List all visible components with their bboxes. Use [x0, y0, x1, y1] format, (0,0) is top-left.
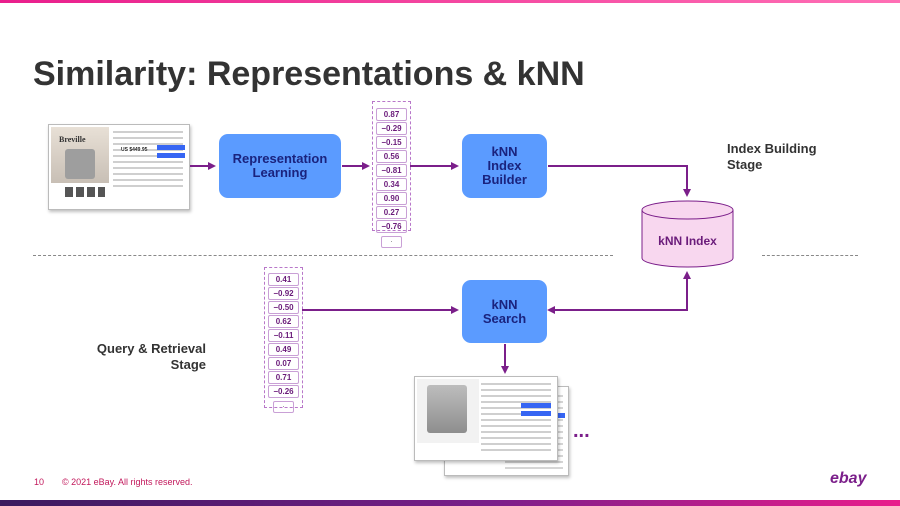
listing-text-lines [481, 383, 551, 453]
vector-cell: 0.71 [268, 371, 299, 384]
arrow-database-search-bidirectional [547, 271, 691, 314]
result-listing-card-front [414, 376, 558, 461]
input-product-image: Breville US $449.95 [48, 124, 190, 210]
espresso-machine-shape [427, 385, 467, 433]
vector-ellipsis-cell: · [381, 236, 402, 248]
bottom-gradient-bar [0, 500, 900, 506]
copyright-text: © 2021 eBay. All rights reserved. [62, 477, 193, 487]
listing-price: US $449.95 [121, 147, 148, 153]
vector-cell: −0.76 [376, 220, 407, 233]
vector-cell: −0.15 [376, 136, 407, 149]
stage-divider-right [762, 255, 858, 256]
thumbnail-row [65, 187, 105, 197]
vector-cell: −0.92 [268, 287, 299, 300]
buy-button-shape [157, 145, 185, 150]
slide-title: Similarity: Representations & kNN [33, 55, 585, 93]
vector-cell: 0.34 [376, 178, 407, 191]
stage-divider-left [33, 255, 613, 256]
buy-button-shape [521, 403, 551, 408]
vector-cell: 0.07 [268, 357, 299, 370]
knn-search-label: kNN Search [482, 296, 527, 326]
knn-search-box: kNN Search [462, 280, 547, 343]
espresso-machine-shape [65, 149, 95, 179]
query-embedding-vector: 0.41 −0.92 −0.50 0.62 −0.11 0.49 0.07 0.… [264, 267, 303, 413]
arrow-index-builder-to-database [548, 165, 691, 197]
more-results-ellipsis: ... [573, 420, 590, 442]
vector-cell: 0.27 [376, 206, 407, 219]
vector-ellipsis-cell: · [273, 401, 294, 413]
product-brand-label: Breville [59, 135, 86, 144]
vector-cell: −0.50 [268, 301, 299, 314]
query-retrieval-stage-label: Query & Retrieval Stage [96, 341, 206, 372]
index-building-stage-label: Index Building Stage [727, 141, 817, 172]
database-cylinder-icon [641, 200, 734, 268]
vector-cell: 0.90 [376, 192, 407, 205]
vector-cell: −0.81 [376, 164, 407, 177]
knn-index-builder-label: kNN Index Builder [482, 144, 527, 187]
vector-cell: 0.49 [268, 343, 299, 356]
vector-cell: −0.11 [268, 329, 299, 342]
vector-cell: 0.41 [268, 273, 299, 286]
cart-button-shape [157, 153, 185, 158]
knn-index-label: kNN Index [658, 234, 717, 248]
product-photo: Breville [51, 127, 109, 183]
knn-index-database: kNN Index [641, 200, 734, 268]
representation-learning-label: Representation Learning [232, 151, 328, 180]
page-number: 10 [34, 477, 45, 487]
vector-cell: 0.62 [268, 315, 299, 328]
vector-cell: −0.26 [268, 385, 299, 398]
knn-index-builder-box: kNN Index Builder [462, 134, 547, 198]
result-product-photo [417, 379, 479, 443]
vector-cell: −0.29 [376, 122, 407, 135]
cart-button-shape [521, 411, 551, 416]
listing-text-lines [113, 131, 183, 191]
index-embedding-vector: 0.87 −0.29 −0.15 0.56 −0.81 0.34 0.90 0.… [372, 101, 411, 248]
vector-cell: 0.56 [376, 150, 407, 163]
representation-learning-box: Representation Learning [219, 134, 341, 198]
vector-cell: 0.87 [376, 108, 407, 121]
top-accent-line [0, 0, 900, 3]
ebay-logo: ebay [830, 470, 867, 487]
